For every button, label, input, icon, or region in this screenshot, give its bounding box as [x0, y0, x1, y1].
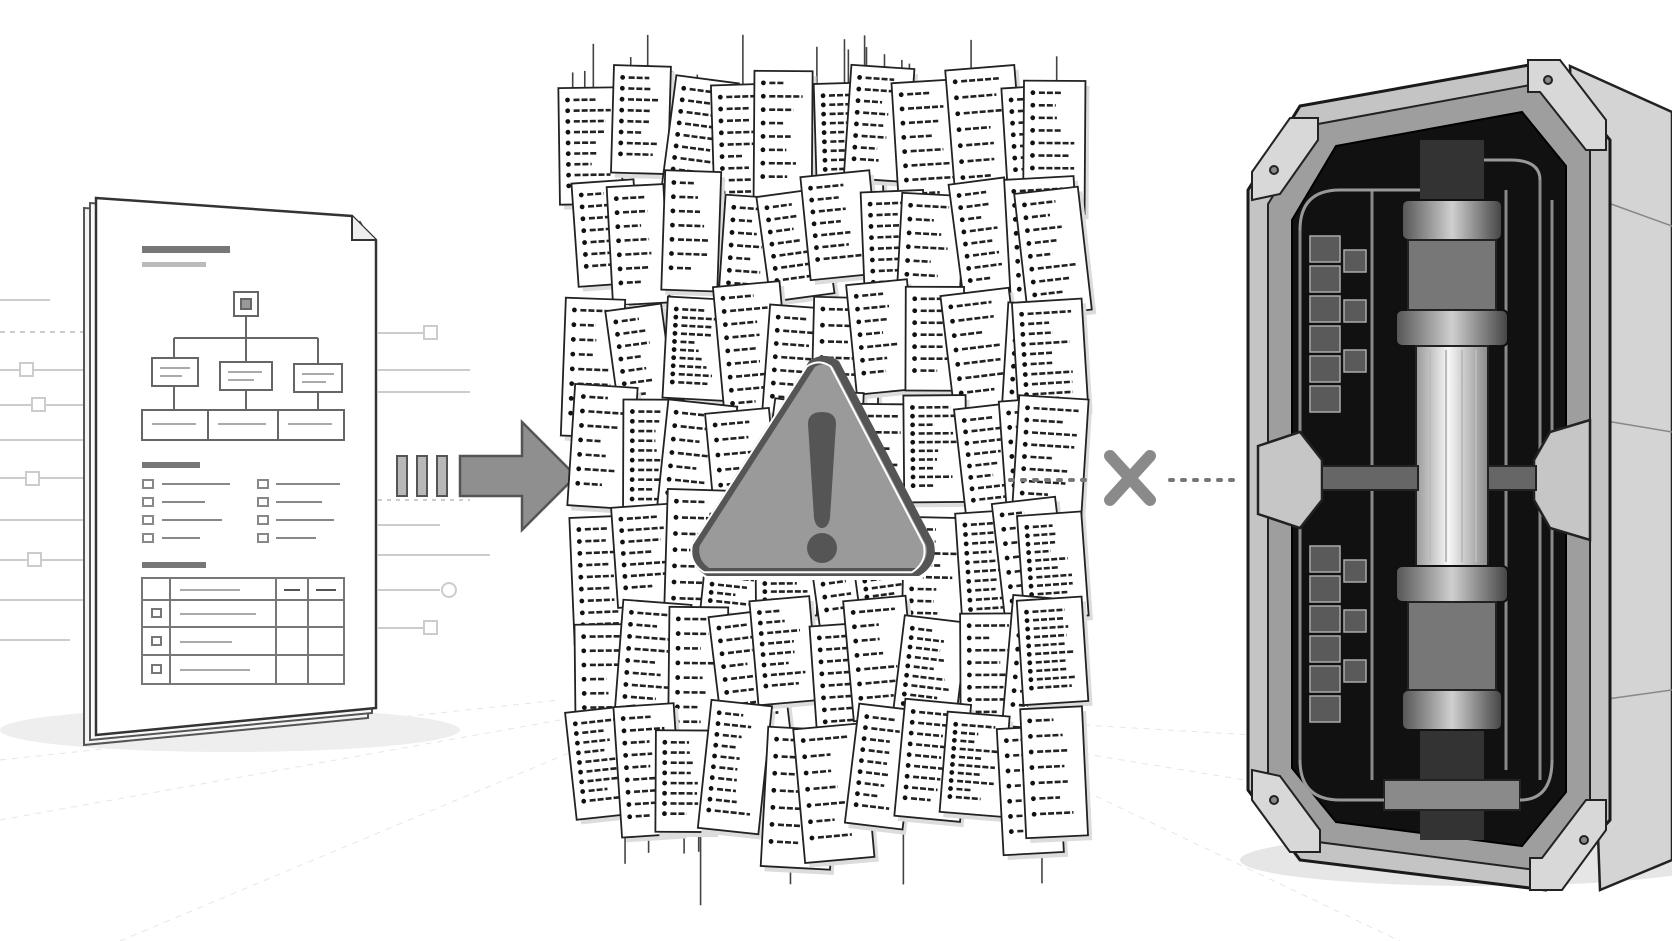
page-sheet [605, 183, 674, 311]
page-sheet [1019, 705, 1093, 844]
page-sheet [660, 169, 726, 297]
machine-cabinet-icon [1240, 59, 1672, 892]
blocked-x-icon [1104, 450, 1156, 506]
checklist-lines [142, 462, 340, 543]
page-sheet [557, 86, 627, 210]
spec-document-icon [0, 196, 460, 752]
spec-table [141, 562, 345, 685]
page-sheet [938, 710, 1014, 823]
org-chart [141, 291, 345, 441]
page-sheet [696, 698, 776, 840]
page-sheet [610, 64, 675, 180]
page-sheet [1013, 185, 1097, 322]
page-sheet [947, 176, 1025, 307]
page-sheet [845, 278, 923, 400]
page-sheet [752, 69, 817, 204]
arrow-right-icon [396, 418, 578, 534]
warning-triangle-icon [690, 356, 935, 580]
page-sheet [748, 595, 823, 710]
right-connector-lines [378, 325, 490, 635]
page-sheet [1015, 595, 1093, 710]
page-swarm-icon [557, 63, 1097, 875]
page-sheet [1010, 297, 1093, 418]
page-sheet [902, 394, 971, 508]
left-modules [1309, 235, 1367, 723]
left-connector-lines [0, 299, 90, 641]
